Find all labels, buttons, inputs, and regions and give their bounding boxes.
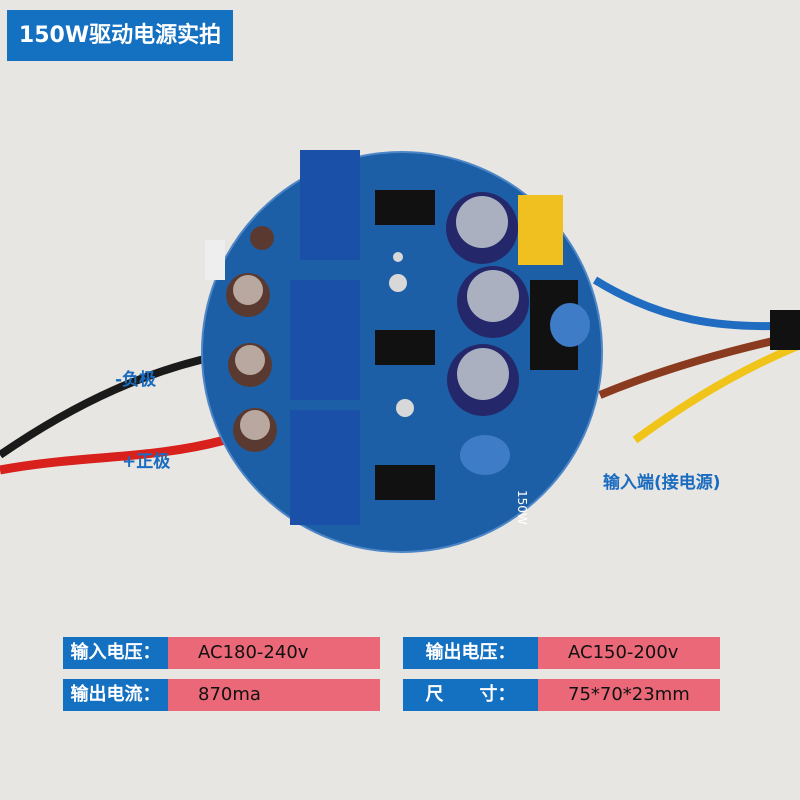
spec-label: 输入电压： [63,637,168,669]
ic-chip [375,465,435,500]
blue-wire [592,276,800,331]
red-wire [0,435,227,475]
spec-output-current: 输出电流： 870ma [63,679,380,711]
input-label: 输入端(接电源) [603,473,721,493]
y-capacitor [460,435,510,475]
varistor [550,303,590,347]
positive-label: +正极 [122,452,171,472]
spec-input-voltage: 输入电压： AC180-240v [63,637,380,669]
black-wire [0,351,223,459]
spec-label: 尺 寸： [403,679,538,711]
transformer [300,150,360,260]
spec-label: 输出电压： [403,637,538,669]
spec-value: 870ma [168,679,380,711]
ic-chip [375,190,435,225]
spec-size: 尺 寸： 75*70*23mm [403,679,720,711]
connector [205,240,225,280]
board-marking: 150W [515,490,529,525]
spec-value: AC180-240v [168,637,380,669]
wire-sleeve [770,310,800,350]
x-capacitor [518,195,563,265]
negative-label: -负极 [115,370,157,390]
transformer [290,410,360,525]
spec-output-voltage: 输出电压： AC150-200v [403,637,720,669]
spec-label: 输出电流： [63,679,168,711]
title-banner: 150W驱动电源实拍 [7,10,233,61]
spec-value: AC150-200v [538,637,720,669]
yellow-wire [632,341,800,444]
transformer [290,280,360,400]
spec-value: 75*70*23mm [538,679,720,711]
ic-chip [375,330,435,365]
